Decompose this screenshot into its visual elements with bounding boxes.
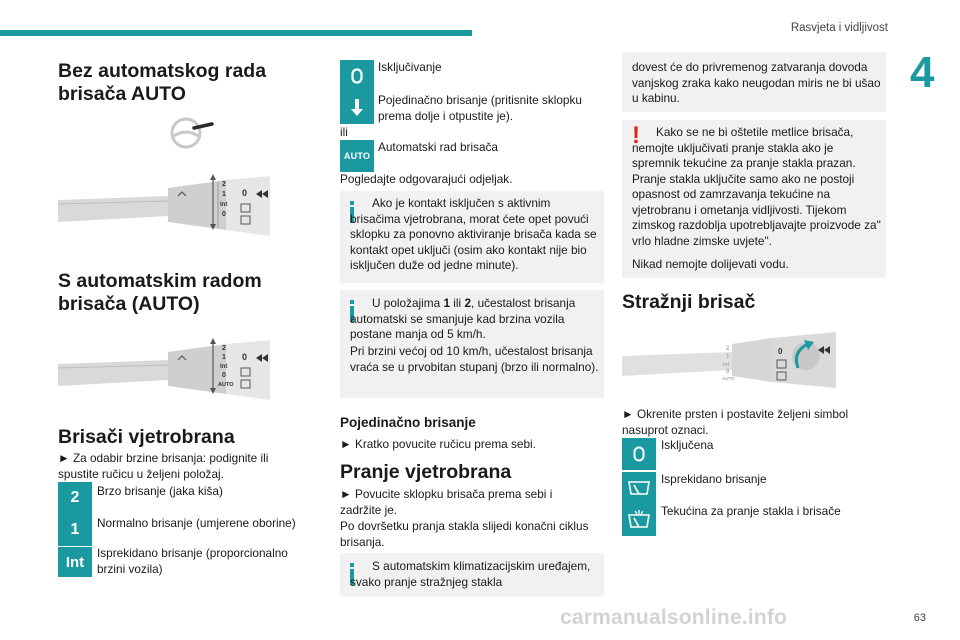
svg-text:Int: Int xyxy=(723,362,729,368)
info-icon xyxy=(350,201,354,229)
info-note-ignition: Ako je kontakt isključen s aktivnim bris… xyxy=(340,191,604,283)
info-icon xyxy=(350,300,354,328)
note-ignition-text: Ako je kontakt isključen s aktivnim bris… xyxy=(350,196,597,272)
heading-no-auto: Bez automatskog rada brisača AUTO xyxy=(58,60,267,105)
speed-1-text: Normalno brisanje (umjerene oborine) xyxy=(97,516,296,530)
info-note-speed: U položajima 1 ili 2, učestalost brisanj… xyxy=(340,290,604,398)
wiper-stalk-illustration-1: 2 1 Int 0 0 xyxy=(58,174,270,236)
steering-wheel-icon xyxy=(170,117,214,149)
svg-text:0: 0 xyxy=(242,188,247,198)
ring-off-icon xyxy=(633,446,645,462)
intermittent-text: Isprekidano brisanje (proporcionalno brz… xyxy=(97,546,288,576)
rear-wiper-icon xyxy=(628,481,650,495)
note-speed-text-2: Pri brzini većoj od 10 km/h, učestalost … xyxy=(350,344,599,374)
warning-text-2: Nikad nemojte dolijevati vodu. xyxy=(632,257,789,271)
note-climate-cont-text: dovest će do privremenog zatvaranja dovo… xyxy=(632,60,881,105)
rear-wiper-stalk-illustration: 2 1 Int 0 AUTO 0 xyxy=(622,332,836,388)
see-section-text: Pogledajte odgovarajući odjeljak. xyxy=(340,172,513,186)
svg-text:2: 2 xyxy=(726,346,730,352)
note-climate-text: S automatskim klimatizacijskim uređajem,… xyxy=(350,559,591,589)
symbol-auto: AUTO xyxy=(340,140,374,172)
section-title: Rasvjeta i vidljivost xyxy=(790,22,888,34)
zero-off-icon xyxy=(351,68,363,84)
stalk1-mark-0: 0 xyxy=(222,211,226,218)
header-accent-bar xyxy=(0,30,472,36)
symbol-off xyxy=(340,60,374,92)
rear-washer-text: Tekućina za pranje stakla i brisače xyxy=(661,504,841,518)
heading-single-wipe: Pojedinačno brisanje xyxy=(340,415,476,430)
symbol-intermittent: Int xyxy=(58,547,92,577)
svg-text:1: 1 xyxy=(726,354,730,360)
symbol-speed-2: 2 xyxy=(58,482,92,514)
stalk1-mark-int: Int xyxy=(220,202,227,208)
wash-instruction: ► Povucite sklopku brisača prema sebi i … xyxy=(340,487,553,517)
auto-text: Automatski rad brisača xyxy=(378,140,498,154)
heading-with-auto: S automatskim radom brisača (AUTO) xyxy=(58,270,262,315)
rear-intro-text: ► Okrenite prsten i postavite željeni si… xyxy=(622,407,849,437)
stalk2-mark-0: 0 xyxy=(222,372,226,379)
stalk2-mark-1: 1 xyxy=(222,354,226,361)
symbol-single-wipe xyxy=(340,92,374,124)
single-wipe-instruction: ► Kratko povucite ručicu prema sebi. xyxy=(340,437,536,451)
svg-text:0: 0 xyxy=(726,369,730,375)
svg-text:AUTO: AUTO xyxy=(722,376,735,381)
rear-washer-icon xyxy=(628,510,650,528)
svg-text:0: 0 xyxy=(242,352,247,362)
info-note-climate: S automatskim klimatizacijskim uređajem,… xyxy=(340,553,604,597)
wiper-stalk-illustration-2: 2 1 Int 0 AUTO 0 xyxy=(58,338,270,400)
heading-windscreen-wipers: Brisači vjetrobrana xyxy=(58,426,235,448)
rear-intermittent-text: Isprekidano brisanje xyxy=(661,472,767,486)
stalk2-mark-auto: AUTO xyxy=(218,382,234,388)
stalk2-mark-int: Int xyxy=(220,364,227,370)
heading-rear-wiper: Stražnji brisač xyxy=(622,291,756,313)
single-wipe-text: Pojedinačno brisanje (pritisnite sklopku… xyxy=(378,93,582,123)
speed-2-text: Brzo brisanje (jaka kiša) xyxy=(97,484,223,498)
stalk2-mark-2: 2 xyxy=(222,345,226,352)
note-speed-text: U položajima 1 ili 2, učestalost brisanj… xyxy=(350,296,576,341)
warning-icon: ! xyxy=(632,122,640,149)
symbol-speed-1: 1 xyxy=(58,514,92,546)
info-note-climate-continued: dovest će do privremenog zatvaranja dovo… xyxy=(622,52,886,112)
stalk1-mark-2: 2 xyxy=(222,181,226,188)
symbol-rear-intermittent xyxy=(622,472,656,504)
warning-text: Kako se ne bi oštetile metlice brisača, … xyxy=(632,125,881,248)
symbol-rear-washer xyxy=(622,504,656,536)
arrow-down-icon xyxy=(351,99,363,116)
off-text: Isključivanje xyxy=(378,60,442,74)
page-number: 63 xyxy=(913,612,926,624)
or-text: ili xyxy=(340,125,348,139)
rear-off-text: Isključena xyxy=(661,438,714,452)
heading-windscreen-wash: Pranje vjetrobrana xyxy=(340,461,512,483)
svg-text:0: 0 xyxy=(778,347,783,356)
warning-note: ! Kako se ne bi oštetile metlice brisača… xyxy=(622,120,886,278)
stalk1-mark-1: 1 xyxy=(222,191,226,198)
chapter-number: 4 xyxy=(910,48,935,97)
wash-final-cycle: Po dovršetku pranja stakla slijedi konač… xyxy=(340,519,589,549)
info-icon xyxy=(350,563,354,591)
symbol-rear-off xyxy=(622,438,656,470)
wipers-intro-text: ► Za odabir brzine brisanja: podignite i… xyxy=(58,451,269,481)
watermark: carmanualsonline.info xyxy=(560,606,788,629)
